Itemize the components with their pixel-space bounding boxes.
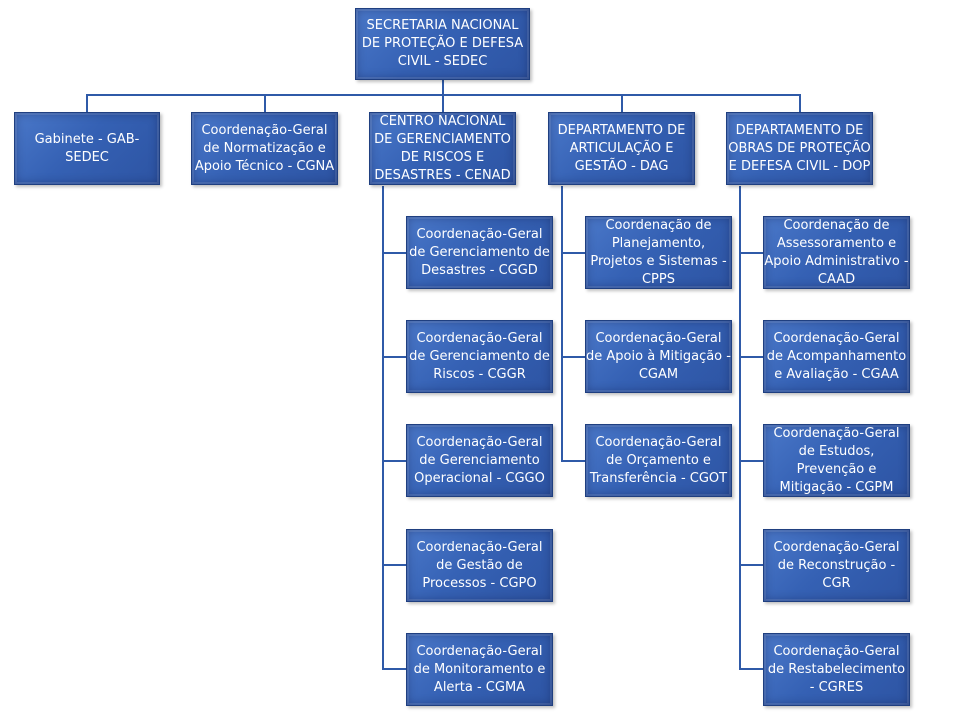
node-cpps-label: Coordenação de Planejamento, Projetos e … [590, 217, 727, 287]
node-cgaa-label: Coordenação-Geral de Acompanhamento e Av… [766, 330, 907, 382]
connector-cgr [739, 564, 763, 566]
node-cpps: Coordenação de Planejamento, Projetos e … [585, 216, 732, 289]
connector-cgot [561, 460, 585, 462]
node-cgma: Coordenação-Geral de Monitoramento e Ale… [406, 633, 553, 706]
connector-root-down [442, 79, 444, 96]
node-cgna: Coordenação-Geral de Normatização e Apoi… [191, 112, 338, 185]
node-cgot-label: Coordenação-Geral de Orçamento e Transfe… [589, 434, 728, 486]
node-cgpo: Coordenação-Geral de Gestão de Processos… [406, 529, 553, 602]
node-dop-label: DEPARTAMENTO DE OBRAS DE PROTEÇÃO E DEFE… [728, 122, 871, 174]
connector-dop-spine [739, 186, 741, 670]
connector-dag-spine [561, 186, 563, 462]
node-cgpm-label: Coordenação-Geral de Estudos, Prevenção … [773, 425, 900, 495]
connector-cgaa [739, 356, 763, 358]
connector-cgam [561, 356, 585, 358]
connector-cgres [739, 668, 763, 670]
node-cgam: Coordenação-Geral de Apoio à Mitigação -… [585, 320, 732, 393]
node-cenad-label: CENTRO NACIONAL DE GERENCIAMENTO DE RISC… [374, 113, 511, 183]
connector-cggd [382, 252, 406, 254]
node-cgpm: Coordenação-Geral de Estudos, Prevenção … [763, 424, 910, 497]
node-cggo-label: Coordenação-Geral de Gerenciamento Opera… [414, 434, 545, 486]
node-caad: Coordenação de Assessoramento e Apoio Ad… [763, 216, 910, 289]
connector-caad [739, 252, 763, 254]
node-cenad: CENTRO NACIONAL DE GERENCIAMENTO DE RISC… [369, 112, 516, 185]
node-cgr: Coordenação-Geral de Reconstrução - CGR [763, 529, 910, 602]
node-dag-label: DEPARTAMENTO DE ARTICULAÇÃO E GESTÃO - D… [557, 122, 686, 174]
node-sedec-label: SECRETARIA NACIONAL DE PROTEÇÃO E DEFESA… [361, 18, 524, 69]
connector-cgma [382, 668, 406, 670]
node-cggo: Coordenação-Geral de Gerenciamento Opera… [406, 424, 553, 497]
node-cgpo-label: Coordenação-Geral de Gestão de Processos… [416, 539, 543, 591]
connector-cpps [561, 252, 585, 254]
connector-cgna [264, 94, 266, 112]
node-cgma-label: Coordenação-Geral de Monitoramento e Ale… [413, 643, 546, 695]
node-gab-sedec-label: Gabinete - GAB-SEDEC [34, 131, 140, 165]
node-cgot: Coordenação-Geral de Orçamento e Transfe… [585, 424, 732, 497]
connector-gab [86, 94, 88, 112]
connector-cgpm [739, 460, 763, 462]
connector-dag [621, 94, 623, 112]
node-cgam-label: Coordenação-Geral de Apoio à Mitigação -… [586, 330, 731, 382]
connector-dop [799, 94, 801, 112]
node-cggd: Coordenação-Geral de Gerenciamento de De… [406, 216, 553, 289]
node-cgres-label: Coordenação-Geral de Restabelecimento - … [767, 643, 906, 695]
connector-cgpo [382, 564, 406, 566]
connector-cggo [382, 460, 406, 462]
node-cggd-label: Coordenação-Geral de Gerenciamento de De… [409, 226, 550, 278]
node-sedec: SECRETARIA NACIONAL DE PROTEÇÃO E DEFESA… [355, 8, 530, 80]
node-cggr-label: Coordenação-Geral de Gerenciamento de Ri… [409, 330, 550, 382]
connector-cenad-spine [382, 186, 384, 670]
node-dop: DEPARTAMENTO DE OBRAS DE PROTEÇÃO E DEFE… [726, 112, 873, 185]
node-cgna-label: Coordenação-Geral de Normatização e Apoi… [194, 122, 335, 174]
node-gab-sedec: Gabinete - GAB-SEDEC [14, 112, 160, 185]
node-cgres: Coordenação-Geral de Restabelecimento - … [763, 633, 910, 706]
connector-cggr [382, 356, 406, 358]
node-cgr-label: Coordenação-Geral de Reconstrução - CGR [773, 539, 900, 591]
node-cggr: Coordenação-Geral de Gerenciamento de Ri… [406, 320, 553, 393]
node-caad-label: Coordenação de Assessoramento e Apoio Ad… [764, 217, 909, 287]
connector-cenad [442, 94, 444, 112]
node-dag: DEPARTAMENTO DE ARTICULAÇÃO E GESTÃO - D… [548, 112, 695, 185]
node-cgaa: Coordenação-Geral de Acompanhamento e Av… [763, 320, 910, 393]
